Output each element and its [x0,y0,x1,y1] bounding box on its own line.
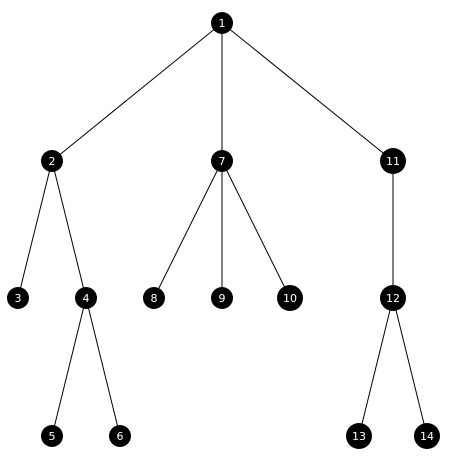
node-label-7: 7 [219,155,226,168]
node-label-10: 10 [283,292,297,305]
edge-12-13 [358,297,394,437]
node-label-9: 9 [219,292,226,305]
tree-node-3: 3 [7,287,29,309]
tree-node-13: 13 [346,423,372,449]
node-circle-5 [41,425,63,447]
node-label-12: 12 [386,292,400,305]
edge-7-10 [221,160,291,299]
node-label-14: 14 [420,430,434,443]
tree-node-5: 5 [41,425,63,447]
tree-node-4: 4 [75,287,97,309]
node-circle-6 [109,425,131,447]
edge-7-8 [153,160,223,299]
node-label-8: 8 [151,292,158,305]
edge-12-14 [392,297,428,437]
edge-4-5 [51,297,87,437]
node-circle-10 [277,285,303,311]
tree-node-6: 6 [109,425,131,447]
node-label-5: 5 [49,430,56,443]
node-circle-3 [7,287,29,309]
tree-node-12: 12 [380,285,406,311]
node-circle-2 [41,150,63,172]
tree-node-11: 11 [380,148,406,174]
node-label-2: 2 [49,155,56,168]
node-circle-1 [211,12,233,34]
node-circle-4 [75,287,97,309]
tree-node-2: 2 [41,150,63,172]
edge-2-4 [51,160,87,299]
edge-1-11 [221,22,394,162]
node-circle-13 [346,423,372,449]
node-circle-11 [380,148,406,174]
node-label-1: 1 [219,17,226,30]
tree-node-1: 1 [211,12,233,34]
tree-node-14: 14 [414,423,440,449]
node-circle-14 [414,423,440,449]
tree-node-9: 9 [211,287,233,309]
node-label-4: 4 [83,292,90,305]
edge-4-6 [85,297,121,437]
edge-2-3 [17,160,53,299]
node-label-6: 6 [117,430,124,443]
edge-1-2 [51,22,223,162]
node-circle-9 [211,287,233,309]
node-label-13: 13 [352,430,366,443]
tree-node-8: 8 [143,287,165,309]
tree-node-10: 10 [277,285,303,311]
edges-layer [17,22,428,437]
node-label-3: 3 [15,292,22,305]
node-circle-8 [143,287,165,309]
node-label-11: 11 [386,155,400,168]
node-circle-7 [211,150,233,172]
tree-node-7: 7 [211,150,233,172]
node-circle-12 [380,285,406,311]
